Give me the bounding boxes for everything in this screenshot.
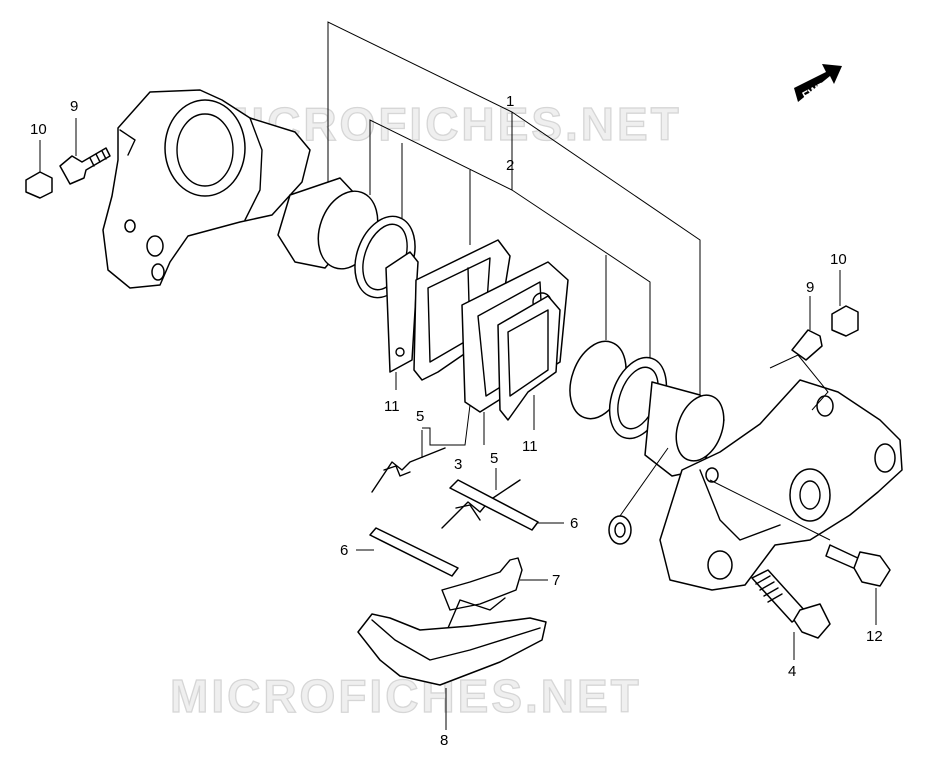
pad-spring (441, 557, 523, 629)
bleeder-cap-left (25, 171, 53, 199)
bleeder-cap-right (831, 305, 859, 337)
mounting-bolt-4 (751, 569, 831, 639)
label-part-6a: 6 (570, 515, 578, 532)
caliper-cover (357, 613, 547, 686)
label-part-4: 4 (788, 663, 796, 680)
watermark-bottom: MICROFICHES.NET (170, 670, 642, 722)
label-part-7: 7 (552, 572, 560, 589)
leader-lines (39, 118, 877, 730)
label-part-1: 1 (506, 93, 514, 110)
label-part-5a: 5 (416, 408, 424, 425)
label-part-10-left: 10 (30, 121, 47, 138)
forward-arrow-icon: FWD (794, 64, 842, 102)
caliper-inner-half (659, 379, 903, 591)
label-part-12: 12 (866, 628, 883, 645)
pad-spring-clip-lower (441, 479, 521, 529)
caliper-outer-half (102, 89, 311, 289)
bleeder-screw-left (59, 147, 111, 185)
pad-pin-lower (369, 527, 459, 577)
label-part-6b: 6 (340, 542, 348, 559)
piston-right (569, 340, 725, 477)
pad-shim-right (497, 295, 561, 421)
bleeder-screw-right (769, 329, 829, 411)
label-part-9-left: 9 (70, 98, 78, 115)
label-part-8: 8 (440, 732, 448, 749)
label-part-2: 2 (506, 157, 514, 174)
piston-left (277, 177, 416, 299)
label-part-3: 3 (454, 456, 462, 473)
pad-pin-upper (449, 479, 539, 531)
pad-shim-left (385, 251, 419, 373)
label-part-11-left: 11 (384, 398, 400, 415)
mounting-bolt-12 (709, 479, 891, 587)
label-part-9-right: 9 (806, 279, 814, 296)
label-part-10-right: 10 (830, 251, 847, 268)
pad-spring-clip-upper (371, 447, 446, 493)
washer (608, 447, 669, 545)
label-part-5b: 5 (490, 450, 498, 467)
label-part-11-right: 11 (522, 438, 538, 455)
